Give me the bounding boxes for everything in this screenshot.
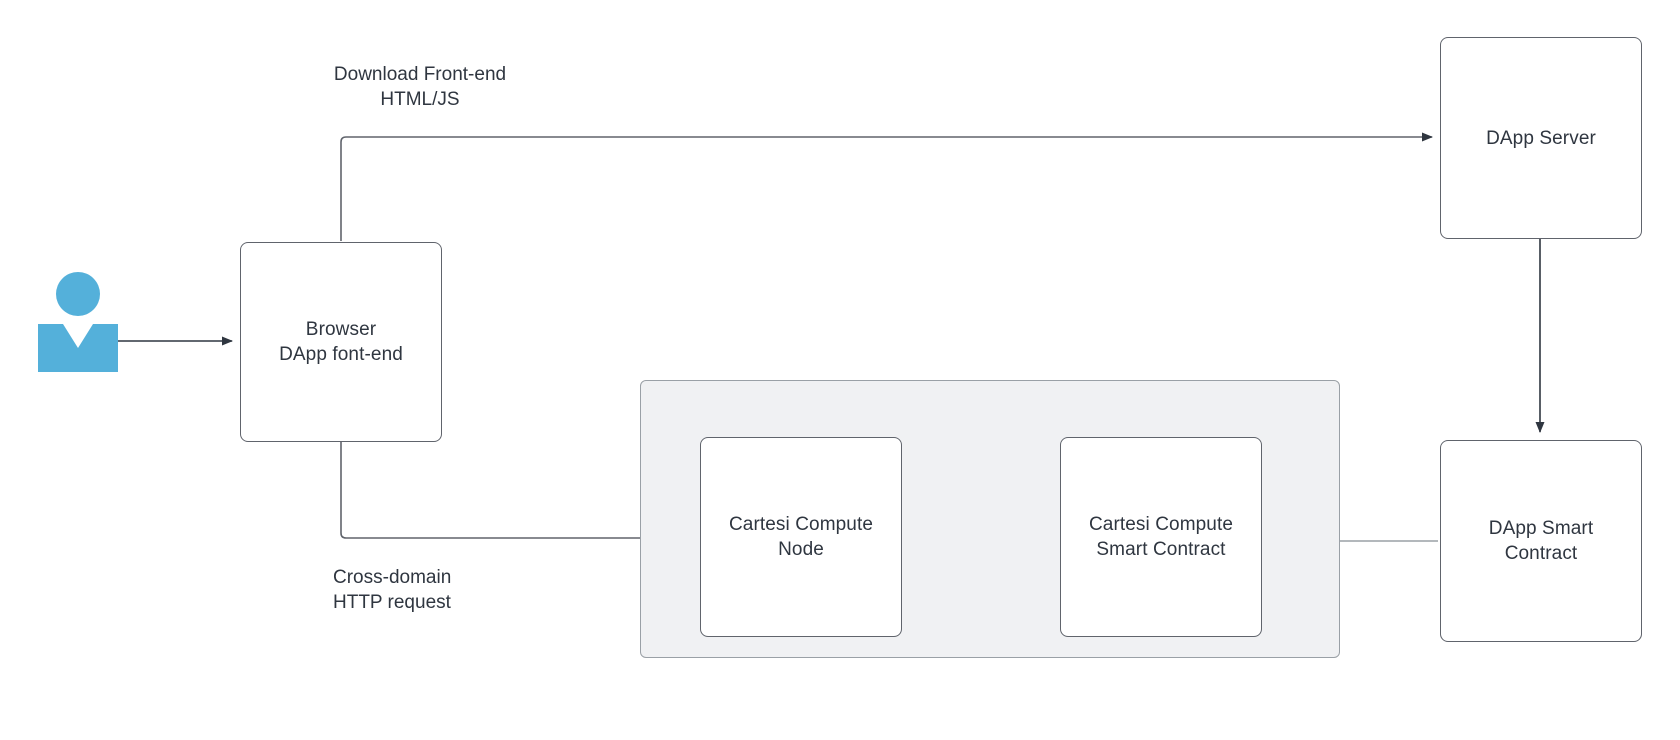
edge-browser-to-cartesi-node bbox=[340, 441, 693, 543]
edge-browser-to-dapp-server bbox=[340, 132, 1433, 241]
edge-label-cross-domain: Cross-domain HTTP request bbox=[333, 567, 452, 613]
user-actor bbox=[38, 272, 118, 372]
node-browser[interactable]: Browser DApp font-end bbox=[240, 242, 442, 442]
node-dapp-server[interactable]: DApp Server bbox=[1440, 37, 1642, 239]
node-cartesi-compute-node[interactable]: Cartesi Compute Node bbox=[700, 437, 902, 637]
node-cartesi-compute-smart-contract[interactable]: Cartesi Compute Smart Contract bbox=[1060, 437, 1262, 637]
actor-neck-notch-icon bbox=[63, 324, 93, 348]
actor-head-icon bbox=[56, 272, 100, 316]
node-dapp-smart-contract[interactable]: DApp Smart Contract bbox=[1440, 440, 1642, 642]
edge-label-download-frontend: Download Front-end HTML/JS bbox=[333, 64, 507, 110]
